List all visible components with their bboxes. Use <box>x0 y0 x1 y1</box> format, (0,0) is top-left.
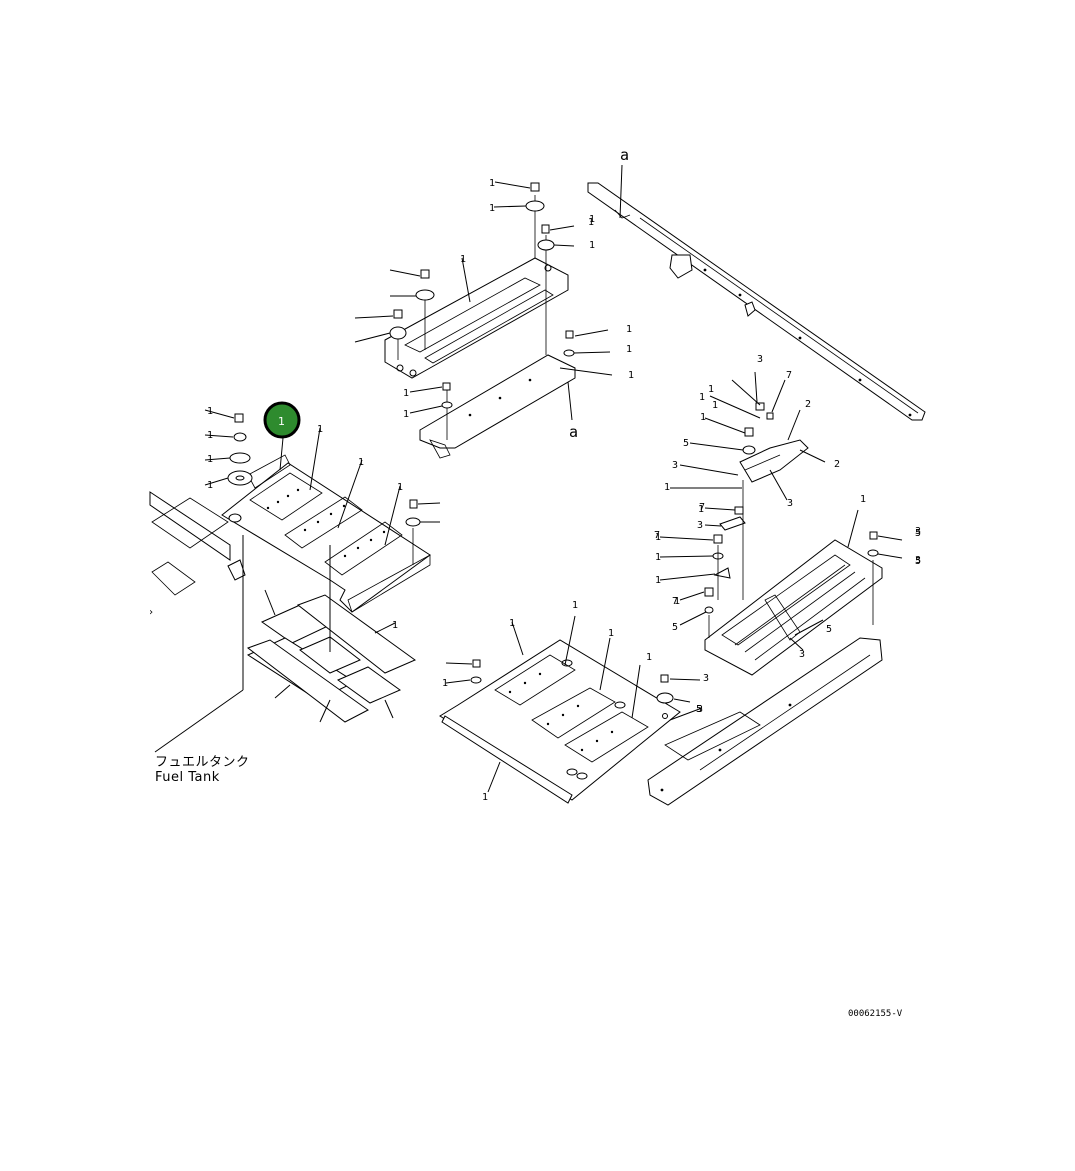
callout-labels: 1 1 1 1 1 1 1 1 1 1 1 1 1 1 1 1 1 1 1 1 … <box>207 178 921 803</box>
section-marker-top: a <box>620 146 629 164</box>
callout-number: 5 <box>696 704 702 715</box>
callout-number: 3 <box>915 526 921 537</box>
callout-number: 1 <box>207 480 213 491</box>
callout-number: 1 <box>628 370 634 381</box>
top-center-bracket-assembly <box>354 181 613 459</box>
right-step-grating-assembly <box>647 371 903 806</box>
callout-number: 3 <box>799 649 805 660</box>
callout-number: 1 <box>646 652 652 663</box>
callout-number: 1 <box>608 628 614 639</box>
callout-number: 1 <box>403 388 409 399</box>
callout-number: 3 <box>697 520 703 531</box>
callout-number: 1 <box>708 384 714 395</box>
callout-number: 1 <box>626 344 632 355</box>
callout-number: 1 <box>699 392 705 403</box>
left-floor-panel-assembly: › <box>148 409 441 753</box>
callout-number: 7 <box>654 530 660 541</box>
callout-number: 3 <box>672 460 678 471</box>
fuel-tank-label-jp: フュエルタンク <box>155 755 250 770</box>
fuel-tank-label-en: Fuel Tank <box>155 770 220 785</box>
callout-number: 5 <box>826 624 832 635</box>
callout-number: 2 <box>805 399 811 410</box>
svg-text:›: › <box>148 607 154 618</box>
callout-number: 3 <box>915 555 921 566</box>
callout-number: 1 <box>572 600 578 611</box>
callout-number: 1 <box>482 792 488 803</box>
callout-number: 1 <box>397 482 403 493</box>
callout-number: 1 <box>207 430 213 441</box>
callout-number: 5 <box>672 622 678 633</box>
callout-number: 1 <box>589 240 595 251</box>
callout-number: 1 <box>655 532 661 543</box>
callout-number: 1 <box>588 217 594 228</box>
callout-1-number: 1 <box>278 415 285 428</box>
callout-number: 1 <box>589 214 595 225</box>
callout-number: 3 <box>757 354 763 365</box>
drawing-number: 00062155-V <box>848 1009 903 1019</box>
callout-number: 1 <box>489 178 495 189</box>
callout-number: 2 <box>834 459 840 470</box>
section-marker-bottom: a <box>569 423 578 441</box>
callout-number: 7 <box>699 502 705 513</box>
callout-number: 1 <box>392 620 398 631</box>
callout-number: 1 <box>712 400 718 411</box>
callout-number: 5 <box>683 438 689 449</box>
callout-number: 1 <box>700 412 706 423</box>
callout-number: 5 <box>915 556 921 567</box>
callout-number: 1 <box>489 203 495 214</box>
callout-number: 1 <box>626 324 632 335</box>
callout-number: 3 <box>787 498 793 509</box>
callout-number: 1 <box>207 406 213 417</box>
long-side-rail <box>587 164 926 421</box>
callout-number: 5 <box>915 528 921 539</box>
callout-number: 3 <box>703 673 709 684</box>
callout-number: 7 <box>786 370 792 381</box>
callout-number: 1 <box>207 454 213 465</box>
callout-number: 1 <box>317 424 323 435</box>
callout-number: 1 <box>460 254 466 265</box>
floor-mats <box>246 545 417 723</box>
callout-number: 1 <box>860 494 866 505</box>
callout-number: 1 <box>442 678 448 689</box>
callout-number: 1 <box>655 575 661 586</box>
callout-number: 1 <box>655 552 661 563</box>
callout-number: 3 <box>697 704 703 715</box>
callout-number: 1 <box>674 596 680 607</box>
callout-1-hotspot[interactable]: 1 <box>263 401 301 439</box>
callout-number: 1 <box>664 482 670 493</box>
callout-number: 1 <box>358 457 364 468</box>
bottom-center-floor-plate <box>439 615 701 804</box>
callout-number: 1 <box>509 618 515 629</box>
callout-number: 7 <box>672 596 678 607</box>
callout-number: 1 <box>403 409 409 420</box>
callout-number: 1 <box>698 504 704 515</box>
